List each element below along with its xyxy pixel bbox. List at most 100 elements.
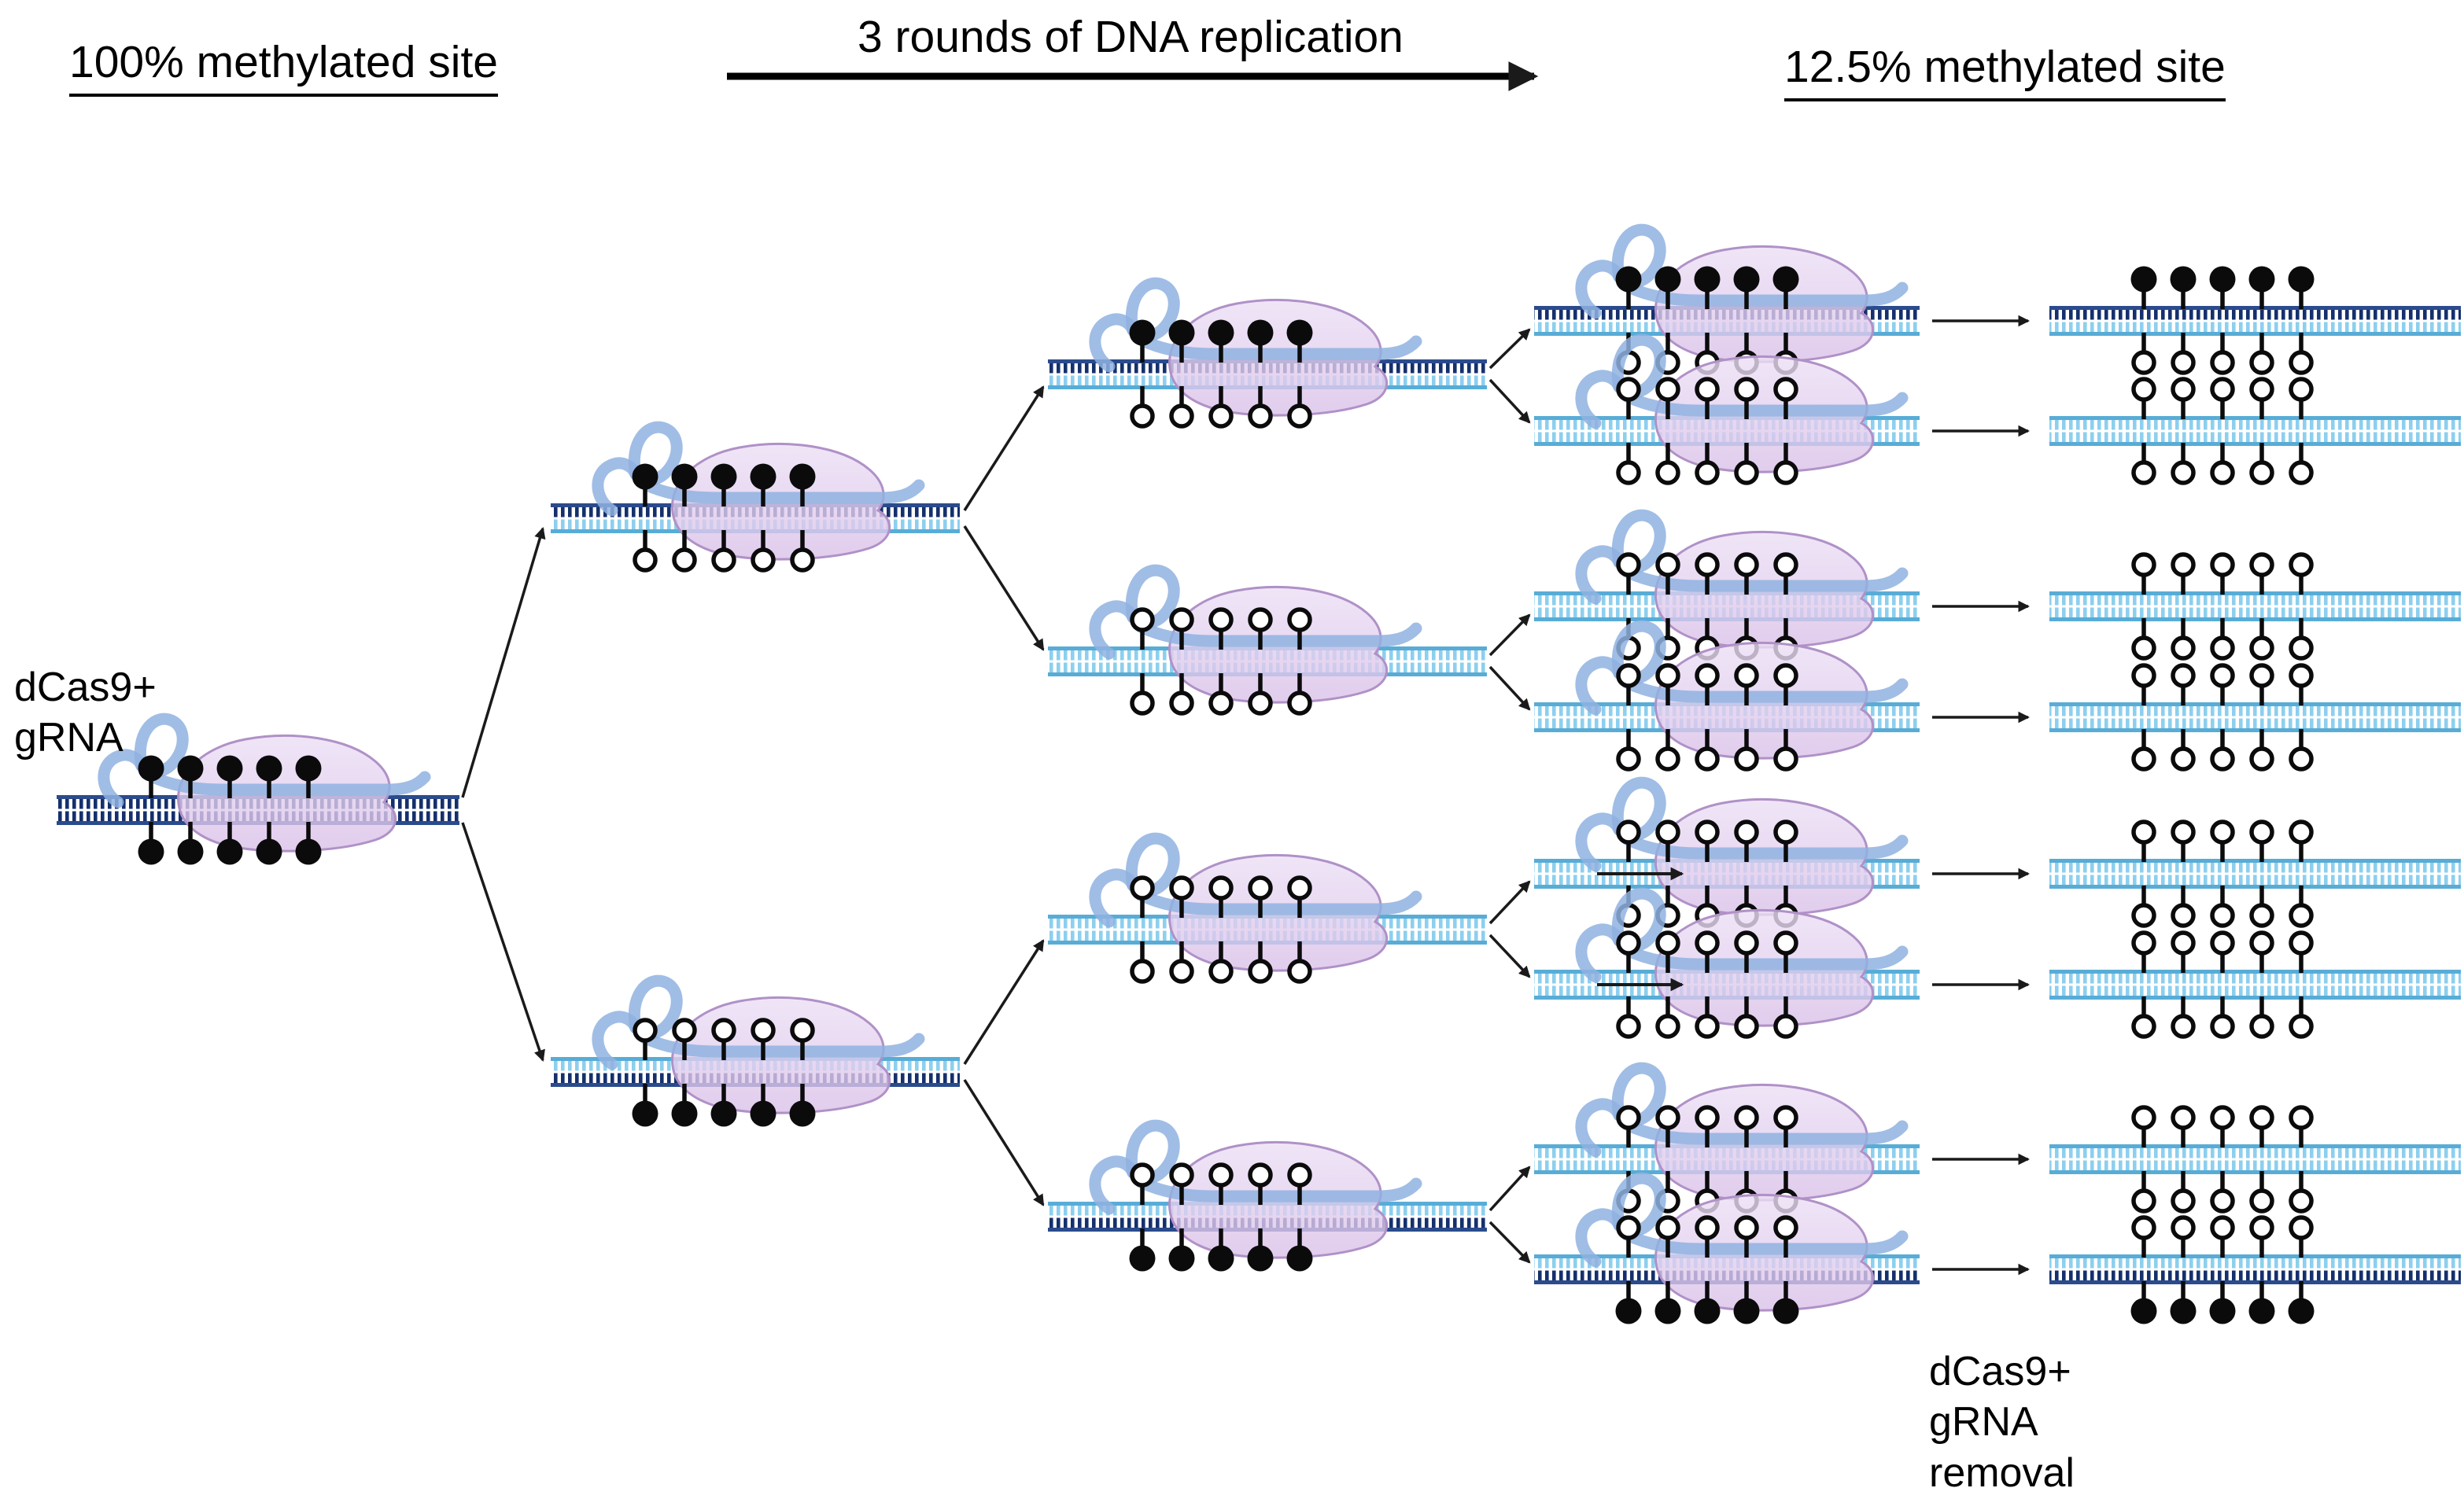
methyl-mark-open — [1695, 460, 1720, 485]
methyl-mark-open — [2131, 350, 2156, 375]
dna-strand-teeth-top — [2049, 863, 2461, 873]
dna-duplex-7 — [1534, 223, 1920, 375]
grna-band-icon — [637, 1031, 925, 1058]
dna-duplex-22 — [2049, 1215, 2461, 1324]
methyl-mark-open — [2249, 903, 2274, 928]
dna-strand-teeth-bottom — [2049, 607, 2461, 617]
dna-strand-teeth-top — [2049, 1148, 2461, 1158]
methyl-mark-open — [1773, 377, 1798, 402]
grna-band-icon — [1621, 565, 1909, 592]
grna-loop-icon — [628, 421, 683, 486]
grna-band-icon — [1621, 390, 1909, 417]
methyl-mark-filled — [138, 838, 164, 865]
grna-loop-icon — [1611, 509, 1666, 574]
methyl-mark-open — [1130, 1162, 1155, 1188]
methyl-mark-open — [1695, 746, 1720, 772]
grna-band-icon — [1134, 1176, 1422, 1203]
dna-duplex-14 — [1534, 1172, 1920, 1324]
methyl-mark-filled — [2130, 1298, 2157, 1324]
methyl-mark-filled — [2130, 266, 2157, 293]
methyl-mark-filled — [1129, 319, 1156, 346]
dna-duplex-3 — [1048, 277, 1487, 429]
methyl-mark-open — [2249, 819, 2274, 845]
label-3-rounds-replication: 3 rounds of DNA replication — [858, 12, 1404, 62]
grna-loop-icon — [628, 974, 683, 1040]
methyl-mark-open — [2289, 746, 2314, 772]
methyl-mark-filled — [1654, 1298, 1681, 1324]
methyl-mark-open — [1734, 663, 1759, 688]
methyl-mark-open — [1655, 746, 1680, 772]
methyl-mark-filled — [671, 1100, 698, 1127]
grna-loop-icon — [1611, 776, 1666, 842]
dna-strand-teeth-bottom — [2049, 985, 2461, 996]
methyl-mark-open — [1287, 1162, 1312, 1188]
methyl-mark-open — [2210, 930, 2235, 956]
dna-duplex-12 — [1534, 887, 1920, 1039]
methyl-mark-open — [2131, 1215, 2156, 1240]
methyl-mark-filled — [710, 1100, 737, 1127]
methyl-mark-filled — [1654, 266, 1681, 293]
methyl-mark-open — [1734, 552, 1759, 577]
grna-loop-icon — [1611, 1062, 1666, 1127]
methyl-mark-open — [1734, 746, 1759, 772]
methyl-mark-open — [1655, 930, 1680, 956]
label-100-percent-methylated: 100% methylated site — [69, 36, 498, 97]
branch-arrow — [461, 527, 546, 798]
methyl-mark-filled — [295, 838, 322, 865]
methyl-mark-open — [1248, 875, 1273, 901]
methyl-mark-open — [1287, 875, 1312, 901]
grna-loop-icon — [1125, 277, 1180, 342]
methyl-mark-filled — [1772, 266, 1799, 293]
methyl-mark-open — [1773, 1105, 1798, 1130]
methyl-mark-open — [2210, 460, 2235, 485]
methyl-mark-open — [2249, 1188, 2274, 1214]
methyl-mark-open — [1734, 1105, 1759, 1130]
methyl-mark-open — [1695, 377, 1720, 402]
branch-arrow — [963, 939, 1045, 1065]
methyl-mark-open — [2289, 1014, 2314, 1039]
dna-duplex-21 — [2049, 1105, 2461, 1214]
label-removal-line1: dCas9+ — [1929, 1349, 2071, 1394]
methyl-mark-open — [2210, 350, 2235, 375]
methyl-mark-open — [1616, 1014, 1641, 1039]
methyl-mark-open — [1773, 460, 1798, 485]
methyl-mark-filled — [2209, 1298, 2236, 1324]
methyl-mark-open — [751, 1018, 776, 1043]
methyl-mark-filled — [216, 838, 243, 865]
methyl-mark-open — [1169, 875, 1194, 901]
dna-duplex-17 — [2049, 552, 2461, 661]
methyl-mark-open — [751, 547, 776, 573]
methyl-mark-open — [2289, 1188, 2314, 1214]
methyl-mark-open — [1169, 607, 1194, 632]
methyl-mark-filled — [256, 755, 282, 782]
label-removal-line3: removal — [1929, 1449, 2075, 1496]
methyl-mark-open — [2171, 903, 2196, 928]
dna-strand-teeth-top — [2049, 310, 2461, 320]
methyl-mark-open — [1773, 746, 1798, 772]
methyl-mark-open — [1773, 819, 1798, 845]
methyl-mark-open — [1655, 819, 1680, 845]
methyl-mark-open — [1616, 663, 1641, 688]
methyl-mark-open — [2249, 1215, 2274, 1240]
methyl-mark-open — [711, 1018, 736, 1043]
methyl-mark-open — [1655, 663, 1680, 688]
methyl-mark-filled — [2170, 266, 2197, 293]
methyl-mark-filled — [1694, 266, 1721, 293]
dna-strand-teeth-bottom — [2049, 1270, 2461, 1280]
methyl-mark-open — [2171, 635, 2196, 661]
methyl-mark-filled — [2248, 266, 2275, 293]
methyl-mark-open — [2171, 663, 2196, 688]
methyl-mark-open — [2171, 1215, 2196, 1240]
methyl-mark-open — [1616, 1215, 1641, 1240]
grna-band-icon — [1134, 889, 1422, 915]
methyl-mark-filled — [1168, 1245, 1195, 1272]
methyl-mark-filled — [1772, 1298, 1799, 1324]
methyl-mark-open — [2210, 903, 2235, 928]
methyl-mark-open — [1616, 552, 1641, 577]
branch-arrow — [1488, 665, 1531, 711]
dna-duplex-13 — [1534, 1062, 1920, 1214]
label-dcas9-grna-removal: dCas9+ gRNA removal — [1929, 1346, 2075, 1498]
label-dcas9-grna: dCas9+ gRNA — [14, 662, 157, 764]
label-removal-line2: gRNA — [1929, 1399, 2038, 1446]
